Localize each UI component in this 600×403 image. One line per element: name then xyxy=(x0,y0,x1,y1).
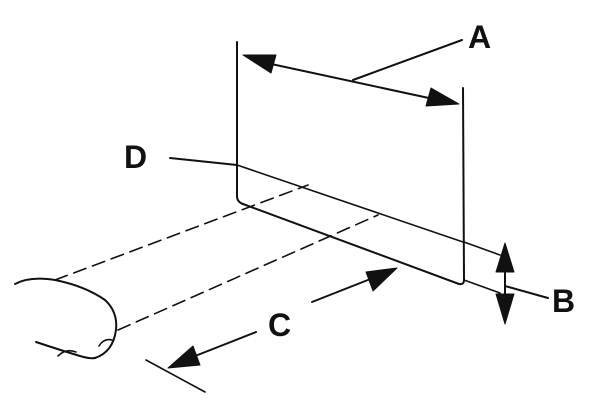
dimension-c-line-lower xyxy=(189,331,257,359)
sheet-top-edge-line xyxy=(236,164,464,243)
sight-line-upper xyxy=(54,184,309,281)
arrowhead-b-bottom xyxy=(495,293,515,325)
dimension-a: A xyxy=(242,19,491,107)
arrowhead-a-left xyxy=(242,54,277,74)
label-c: C xyxy=(268,307,291,343)
arrowhead-c-upper xyxy=(365,267,398,292)
arrowhead-c-lower xyxy=(167,345,201,369)
callout-d-leader xyxy=(169,157,238,166)
finger-top xyxy=(14,277,118,359)
dimension-c-line-upper xyxy=(311,275,379,303)
dimension-b-leader xyxy=(504,285,549,299)
dimension-b-ext-upper xyxy=(463,241,501,256)
callout-d: D xyxy=(124,139,238,175)
sight-lines xyxy=(54,184,379,331)
dimension-a-line xyxy=(261,61,439,101)
label-a: A xyxy=(468,19,491,55)
sheet-left-edge xyxy=(236,41,244,205)
knuckle-crease xyxy=(57,349,77,357)
arrowhead-a-right xyxy=(425,87,460,107)
dimension-c: C xyxy=(145,267,398,393)
arrowhead-b-top xyxy=(495,242,515,273)
sight-line-lower xyxy=(117,214,379,331)
dimension-a-leader xyxy=(352,39,463,81)
fingernail xyxy=(98,338,113,347)
label-b: B xyxy=(552,283,575,319)
sheet xyxy=(236,41,465,286)
hand-outline xyxy=(14,277,118,360)
dimension-b-ext-lower xyxy=(463,279,501,294)
finger-bottom xyxy=(35,341,96,360)
dimension-b: B xyxy=(463,241,575,325)
sheet-bottom-edge xyxy=(242,203,460,285)
sheet-right-edge xyxy=(458,87,465,286)
label-d: D xyxy=(124,139,147,175)
dimension-c-ext-near xyxy=(145,359,206,393)
